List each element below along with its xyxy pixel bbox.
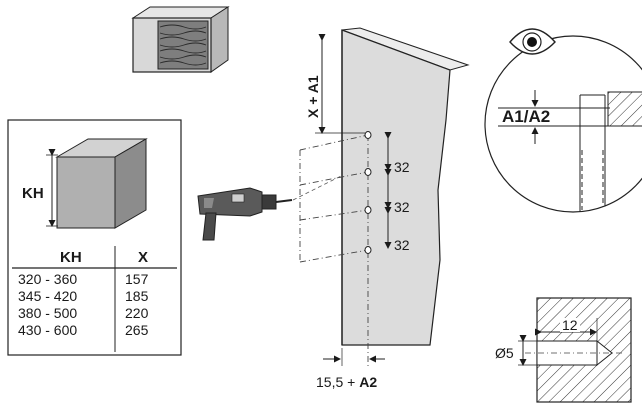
table-header-x: X (138, 249, 148, 266)
hole-depth-label: 12 (562, 317, 578, 333)
table-row: 320 - 360 (18, 271, 77, 287)
spacing-label: 32 (394, 159, 410, 175)
drill-icon (197, 187, 293, 241)
table-cell-x: 220 (125, 305, 149, 321)
kh-table-box: KH KH X 320 - 360 157 345 - 420 185 380 … (7, 119, 182, 356)
hole-section-detail: 12 Ø5 (495, 297, 632, 403)
detail-view-circle: A1/A2 (484, 35, 642, 213)
spacing-label: 32 (394, 199, 410, 215)
detail-label: A1/A2 (502, 107, 550, 126)
table-row: 430 - 600 (18, 322, 77, 338)
table-row: 380 - 500 (18, 305, 77, 321)
kh-size-label: KH (22, 185, 44, 202)
cabinet-icon (131, 6, 230, 73)
table-header-kh: KH (60, 249, 82, 266)
spacing-label: 32 (394, 237, 410, 253)
table-row: 345 - 420 (18, 288, 77, 304)
side-panel (341, 27, 470, 346)
table-cell-x: 157 (125, 271, 149, 287)
hole-diameter-label: Ø5 (495, 345, 514, 361)
drill-guide-lines (299, 134, 369, 368)
drill-holes (364, 131, 372, 254)
cabinet-block-icon (55, 138, 148, 229)
spacing-dimensions: 32 32 32 (384, 132, 410, 253)
eye-icon (509, 28, 556, 55)
table-cell-x: 185 (125, 288, 149, 304)
edge-offset-label: 15,5 + A2 (316, 374, 377, 390)
table-cell-x: 265 (125, 322, 149, 338)
height-dimension-label: X + A1 (305, 75, 321, 118)
